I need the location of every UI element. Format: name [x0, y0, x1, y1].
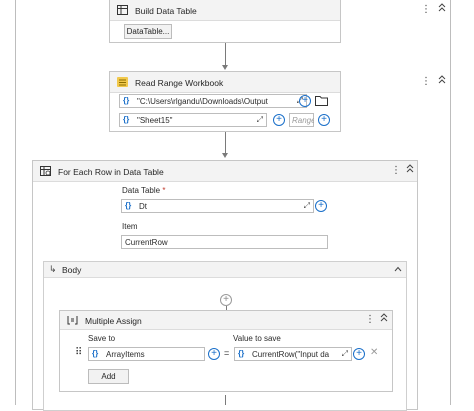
build-data-table-title: Build Data Table [135, 6, 197, 16]
save-to-input[interactable]: {} ArrayItems [88, 347, 205, 361]
expand-icon[interactable]: ⤢ [303, 201, 310, 210]
add-variable-button[interactable]: + [353, 348, 365, 360]
value-to-save-input[interactable]: {} CurrentRow("Input da ⤢ [234, 347, 352, 361]
add-assignment-button[interactable]: Add [88, 369, 129, 384]
sheet-name-input[interactable]: {} "Sheet15" ⤢ [119, 113, 267, 127]
value-to-save-value: CurrentRow("Input da [252, 350, 330, 359]
body-title: Body [62, 265, 82, 275]
read-range-title: Read Range Workbook [135, 78, 224, 88]
equals-sign: = [224, 348, 230, 358]
more-options-icon[interactable]: ⋮ [421, 76, 431, 87]
canvas-right-edge [450, 0, 451, 405]
table-icon [117, 5, 128, 15]
save-to-label: Save to [88, 334, 116, 343]
connector-line [225, 132, 226, 154]
connector-arrow-icon [222, 65, 228, 70]
body-header[interactable]: ↳ Body [44, 262, 406, 278]
expand-icon[interactable]: ⤢ [256, 115, 263, 124]
multiple-assign-title: Multiple Assign [85, 316, 142, 326]
excel-icon [117, 77, 128, 87]
data-table-label-text: Data Table [122, 186, 161, 195]
build-data-table-activity[interactable]: Build Data Table ⋮ DataTable... [109, 0, 446, 43]
data-table-label: Data Table * [122, 186, 165, 195]
connector-line [226, 306, 227, 310]
add-variable-button[interactable]: + [299, 95, 311, 107]
read-range-header[interactable]: Read Range Workbook ⋮ [110, 72, 446, 93]
expression-icon: {} [123, 115, 130, 124]
connector-arrow-icon [222, 153, 228, 158]
workbook-path-input[interactable]: {} "C:\Users\rlgandu\Downloads\Output ⤢ [119, 94, 307, 108]
more-options-icon[interactable]: ⋮ [365, 314, 375, 325]
range-input[interactable]: Range [289, 113, 314, 127]
collapse-icon[interactable] [436, 75, 448, 89]
expression-icon: {} [92, 349, 99, 358]
expand-icon[interactable]: ⤢ [341, 349, 348, 358]
add-variable-button[interactable]: + [273, 114, 285, 126]
read-range-workbook-activity[interactable]: Read Range Workbook ⋮ {} "C:\Users\rlgan… [109, 71, 446, 132]
for-each-row-icon [40, 166, 51, 176]
collapse-icon[interactable] [378, 313, 390, 327]
item-label: Item [122, 222, 138, 231]
body-container: ↳ Body + Multiple Assign ⋮ [43, 261, 407, 411]
add-activity-icon[interactable]: + [220, 294, 232, 306]
workbook-path-value: "C:\Users\rlgandu\Downloads\Output [137, 97, 268, 106]
drag-handle-icon[interactable]: ⠿ [75, 347, 83, 358]
collapse-icon[interactable] [436, 3, 448, 17]
connector-line [225, 395, 226, 405]
collapse-icon[interactable] [404, 164, 416, 178]
chevron-up-icon[interactable] [392, 263, 404, 277]
for-each-row-activity[interactable]: For Each Row in Data Table ⋮ Data Table … [32, 160, 418, 411]
sheet-name-value: "Sheet15" [137, 116, 173, 125]
item-input[interactable]: CurrentRow [121, 235, 328, 249]
expression-icon: {} [123, 96, 130, 105]
connector-line [225, 43, 226, 66]
data-table-value: Dt [139, 202, 147, 211]
save-to-value: ArrayItems [106, 350, 145, 359]
folder-icon[interactable] [315, 95, 328, 106]
multiple-assign-activity[interactable]: Multiple Assign ⋮ Save to Value to save … [59, 310, 393, 392]
data-table-input[interactable]: {} Dt ⤢ [121, 199, 314, 213]
add-variable-button[interactable]: + [315, 200, 327, 212]
expression-icon: {} [125, 201, 132, 210]
body-arrow-icon: ↳ [49, 264, 57, 274]
datatable-button[interactable]: DataTable... [124, 24, 172, 39]
delete-row-icon[interactable]: ✕ [370, 347, 379, 358]
build-data-table-header[interactable]: Build Data Table ⋮ [110, 0, 446, 21]
expression-icon: {} [238, 349, 245, 358]
more-options-icon[interactable]: ⋮ [391, 165, 401, 176]
value-to-save-label: Value to save [233, 334, 281, 343]
canvas-left-edge [15, 0, 16, 405]
multiple-assign-icon [67, 316, 78, 325]
range-placeholder: Range [292, 116, 314, 125]
multiple-assign-header[interactable]: Multiple Assign ⋮ [60, 311, 392, 330]
for-each-row-header[interactable]: For Each Row in Data Table ⋮ [33, 161, 417, 182]
add-variable-button[interactable]: + [208, 348, 220, 360]
required-marker: * [162, 186, 166, 195]
add-variable-button[interactable]: + [318, 114, 330, 126]
for-each-row-title: For Each Row in Data Table [58, 167, 164, 177]
more-options-icon[interactable]: ⋮ [421, 4, 431, 15]
